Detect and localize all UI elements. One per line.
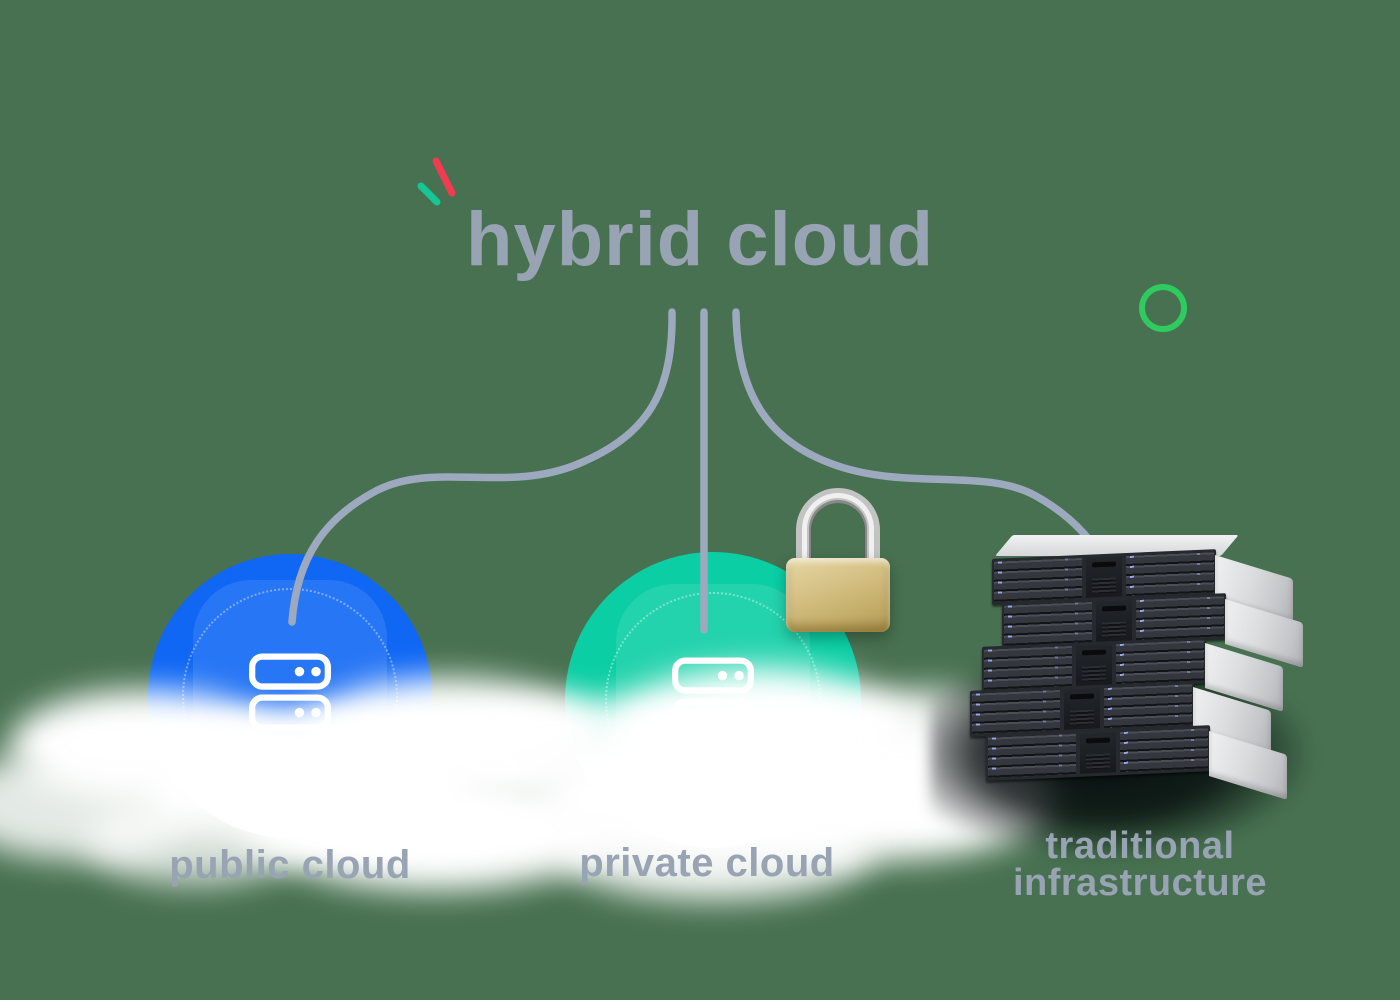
server-stack <box>970 548 1303 818</box>
label-private-cloud: private cloud <box>579 841 835 885</box>
padlock-body <box>786 558 890 632</box>
padlock-shackle-shade <box>809 500 867 578</box>
rack-server <box>986 725 1296 800</box>
label-public-cloud: public cloud <box>169 843 411 887</box>
diagram-title: hybrid cloud <box>466 197 934 282</box>
cloud <box>85 800 305 885</box>
server-side <box>1209 731 1287 800</box>
label-line-2: infrastructure <box>1012 862 1268 904</box>
cloud <box>555 800 875 900</box>
server-front <box>986 725 1210 781</box>
label-traditional-infrastructure: traditional infrastructure <box>958 825 1322 904</box>
padlock-shackle-highlight <box>802 493 874 579</box>
green-ring-icon <box>1139 284 1187 332</box>
red-slash-icon <box>432 157 456 197</box>
padlock-icon <box>786 488 890 632</box>
label-line-1: traditional <box>1045 825 1235 867</box>
